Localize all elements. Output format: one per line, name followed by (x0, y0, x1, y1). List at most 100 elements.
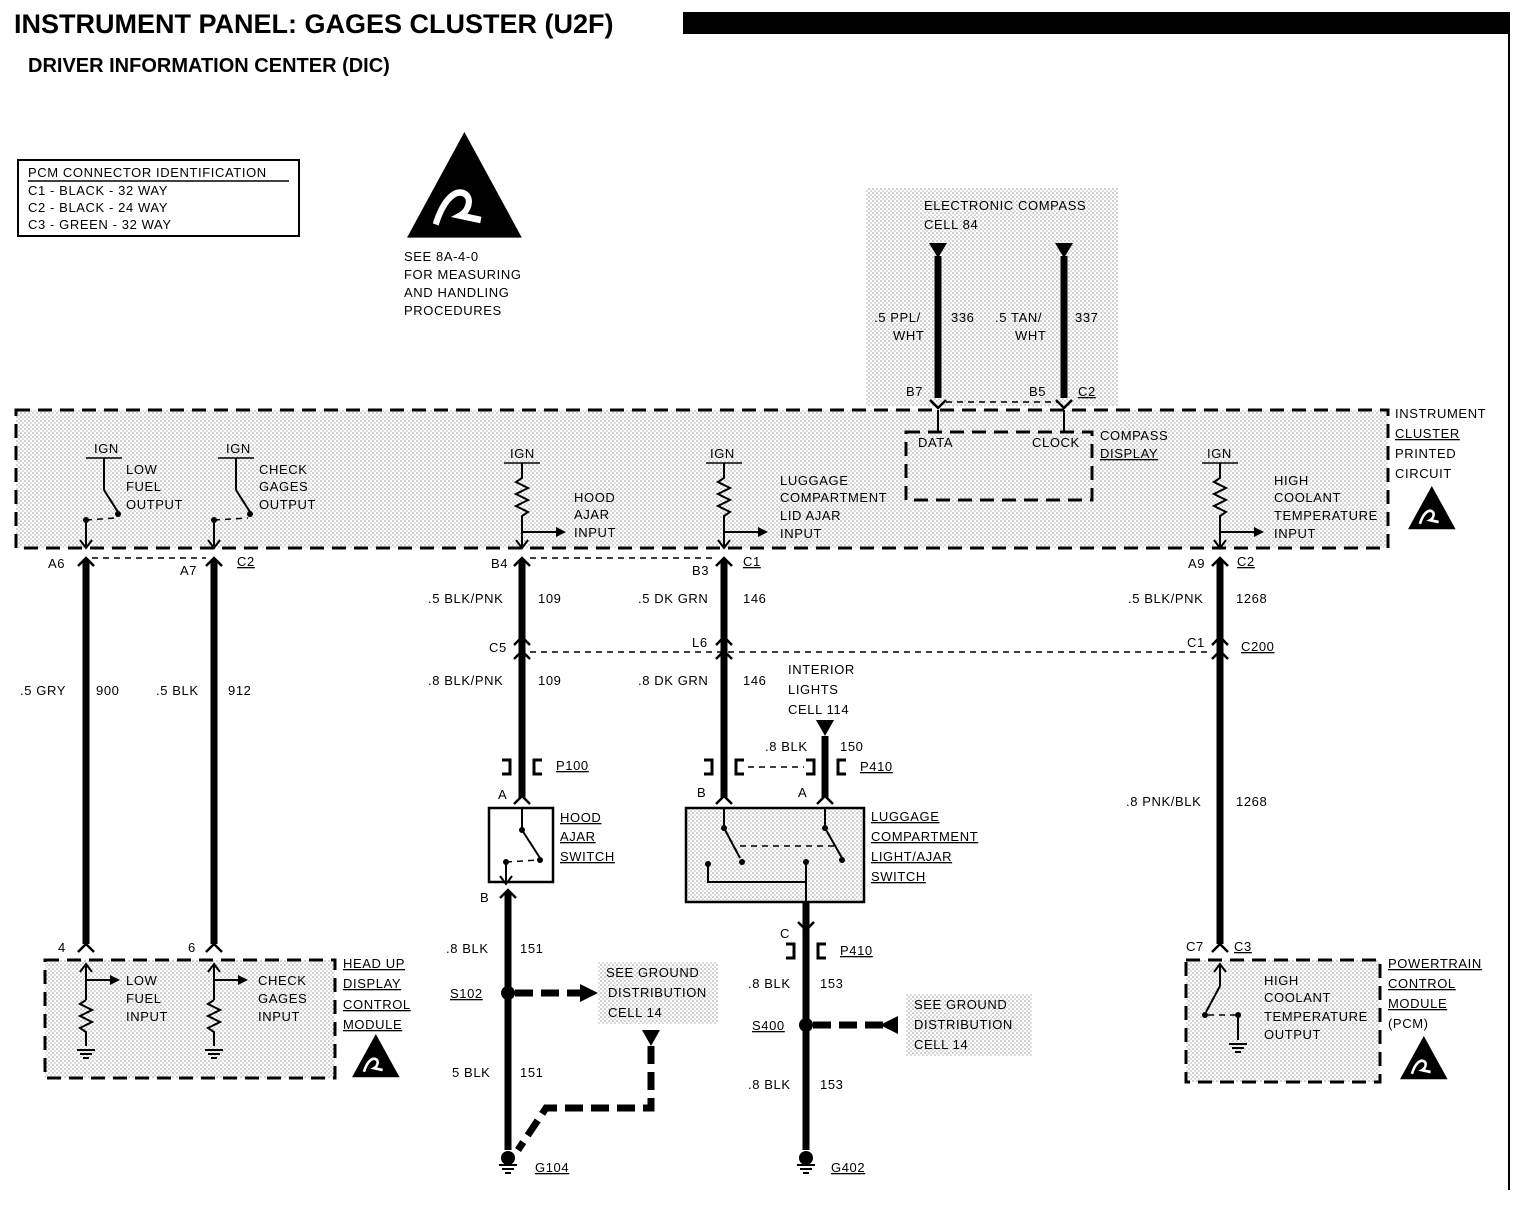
wire-color-label: .5 TAN/ (995, 310, 1042, 325)
circuit-number: 1268 (1236, 794, 1267, 809)
wire-color-label: .5 DK GRN (638, 591, 708, 606)
wire-color-label: WHT (893, 328, 924, 343)
pcm-table-row: C2 - BLACK - 24 WAY (28, 200, 168, 215)
hud-low-fuel-input: LOW FUEL INPUT (76, 962, 168, 1059)
hud-module-name: MODULE (343, 1017, 402, 1032)
ign-label: IGN (226, 441, 251, 456)
input-label: INPUT (1274, 526, 1316, 541)
esd-note: SEE 8A-4-0 FOR MEASURING AND HANDLING PR… (404, 249, 522, 318)
input-label: LOW (126, 973, 158, 988)
data-label: DATA (918, 435, 953, 450)
p410-bottom-connector (786, 942, 826, 960)
connector-label: C1 (743, 554, 761, 569)
wire-color-label: .5 BLK/PNK (428, 591, 503, 606)
ign-label: IGN (94, 441, 119, 456)
circuit-number: 146 (743, 591, 767, 606)
pin-label: 4 (58, 940, 66, 955)
compass-title: ELECTRONIC COMPASS (924, 198, 1086, 213)
pcm-table-row: C1 - BLACK - 32 WAY (28, 183, 168, 198)
connector-label: P410 (840, 943, 873, 958)
esd-note-line: FOR MEASURING (404, 267, 522, 282)
wire-color-label: .5 GRY (20, 683, 66, 698)
input-label: LUGGAGE (780, 473, 849, 488)
compass-display-name: COMPASS (1100, 428, 1168, 443)
circuit-number: 109 (538, 591, 562, 606)
input-label: COMPARTMENT (780, 490, 887, 505)
pin-label: C5 (489, 640, 507, 655)
pcm-module-name: (PCM) (1388, 1016, 1429, 1031)
wire-color-label: .8 BLK (765, 739, 808, 754)
connector-label: C200 (1241, 639, 1274, 654)
circuit-number: 146 (743, 673, 767, 688)
ground-icon (796, 1164, 816, 1174)
pin-label: B5 (1029, 384, 1046, 399)
wire-color-label: .8 BLK (446, 941, 489, 956)
circuit-number: 337 (1075, 310, 1099, 325)
esd-note-line: AND HANDLING (404, 285, 509, 300)
connector-label: C2 (1237, 554, 1255, 569)
page-subtitle: DRIVER INFORMATION CENTER (DIC) (28, 55, 390, 77)
wire-color-label: .8 DK GRN (638, 673, 708, 688)
circuit-number: 912 (228, 683, 252, 698)
wire-color-label: .8 BLK (748, 976, 791, 991)
ground-label: G104 (535, 1160, 569, 1175)
compass-arrow-icon (929, 243, 947, 258)
compass-display-box (904, 430, 1094, 502)
luggage-switch-label: SWITCH (871, 869, 926, 884)
compass-cell: CELL 84 (924, 217, 978, 232)
cluster-name: CLUSTER (1395, 426, 1460, 441)
interior-lights-label: INTERIOR (788, 662, 855, 677)
input-label: COOLANT (1274, 490, 1341, 505)
ground-ref-label: DISTRIBUTION (914, 1017, 1013, 1032)
input-label: INPUT (574, 525, 616, 540)
hood-ajar-input: IGN HOOD AJAR INPUT (504, 446, 616, 550)
luggage-switch-label: COMPARTMENT (871, 829, 978, 844)
pin-label: B (480, 890, 489, 905)
circuit-number: 1268 (1236, 591, 1267, 606)
splice-label: S102 (450, 986, 483, 1001)
ign-label: IGN (1207, 446, 1232, 461)
output-label: HIGH (1264, 973, 1299, 988)
esd-icon (1406, 484, 1457, 531)
input-label: AJAR (574, 507, 610, 522)
connector-label: C3 (1234, 939, 1252, 954)
connector-label: C2 (237, 554, 255, 569)
input-label: INPUT (258, 1009, 300, 1024)
circuit-number: 153 (820, 1077, 844, 1092)
output-label: COOLANT (1264, 990, 1331, 1005)
wire-color-label: .8 BLK/PNK (428, 673, 503, 688)
connector-label: P410 (860, 759, 893, 774)
input-label: INPUT (126, 1009, 168, 1024)
input-label: TEMPERATURE (1274, 508, 1378, 523)
connector-label: C2 (1078, 384, 1096, 399)
connector-label: P100 (556, 758, 589, 773)
ign-label: IGN (510, 446, 535, 461)
luggage-switch-box (684, 806, 866, 904)
switch-label: FUEL (126, 479, 162, 494)
interior-lights-label: LIGHTS (788, 682, 839, 697)
pin-label: C (780, 926, 790, 941)
wire-color-label: 5 BLK (452, 1065, 490, 1080)
output-label: TEMPERATURE (1264, 1009, 1368, 1024)
pcm-module-shade (1186, 960, 1380, 1082)
splice-label: S400 (752, 1018, 785, 1033)
instrument-cluster-label: INSTRUMENT CLUSTER PRINTED CIRCUIT (1395, 406, 1486, 481)
pcm-table-heading: PCM CONNECTOR IDENTIFICATION (28, 165, 267, 180)
pin-label: A7 (180, 563, 197, 578)
interior-lights-label: CELL 114 (788, 702, 849, 717)
instrument-cluster-box (14, 408, 1390, 550)
ign-label: IGN (710, 446, 735, 461)
pin-label: B3 (692, 563, 709, 578)
pcm-module-name: POWERTRAIN (1388, 956, 1482, 971)
ground-ref-arrow-icon (580, 984, 598, 1002)
pin-label: L6 (692, 635, 708, 650)
cluster-name: INSTRUMENT (1395, 406, 1486, 421)
c200-connector-marks (513, 635, 1229, 660)
check-gages-output-switch: IGN CHECK GAGES OUTPUT (207, 441, 316, 550)
ground-ref-shade (906, 994, 1032, 1056)
clock-label: CLOCK (1032, 435, 1080, 450)
switch-label: OUTPUT (259, 497, 316, 512)
switch-label: CHECK (259, 462, 308, 477)
circuit-number: 151 (520, 1065, 544, 1080)
